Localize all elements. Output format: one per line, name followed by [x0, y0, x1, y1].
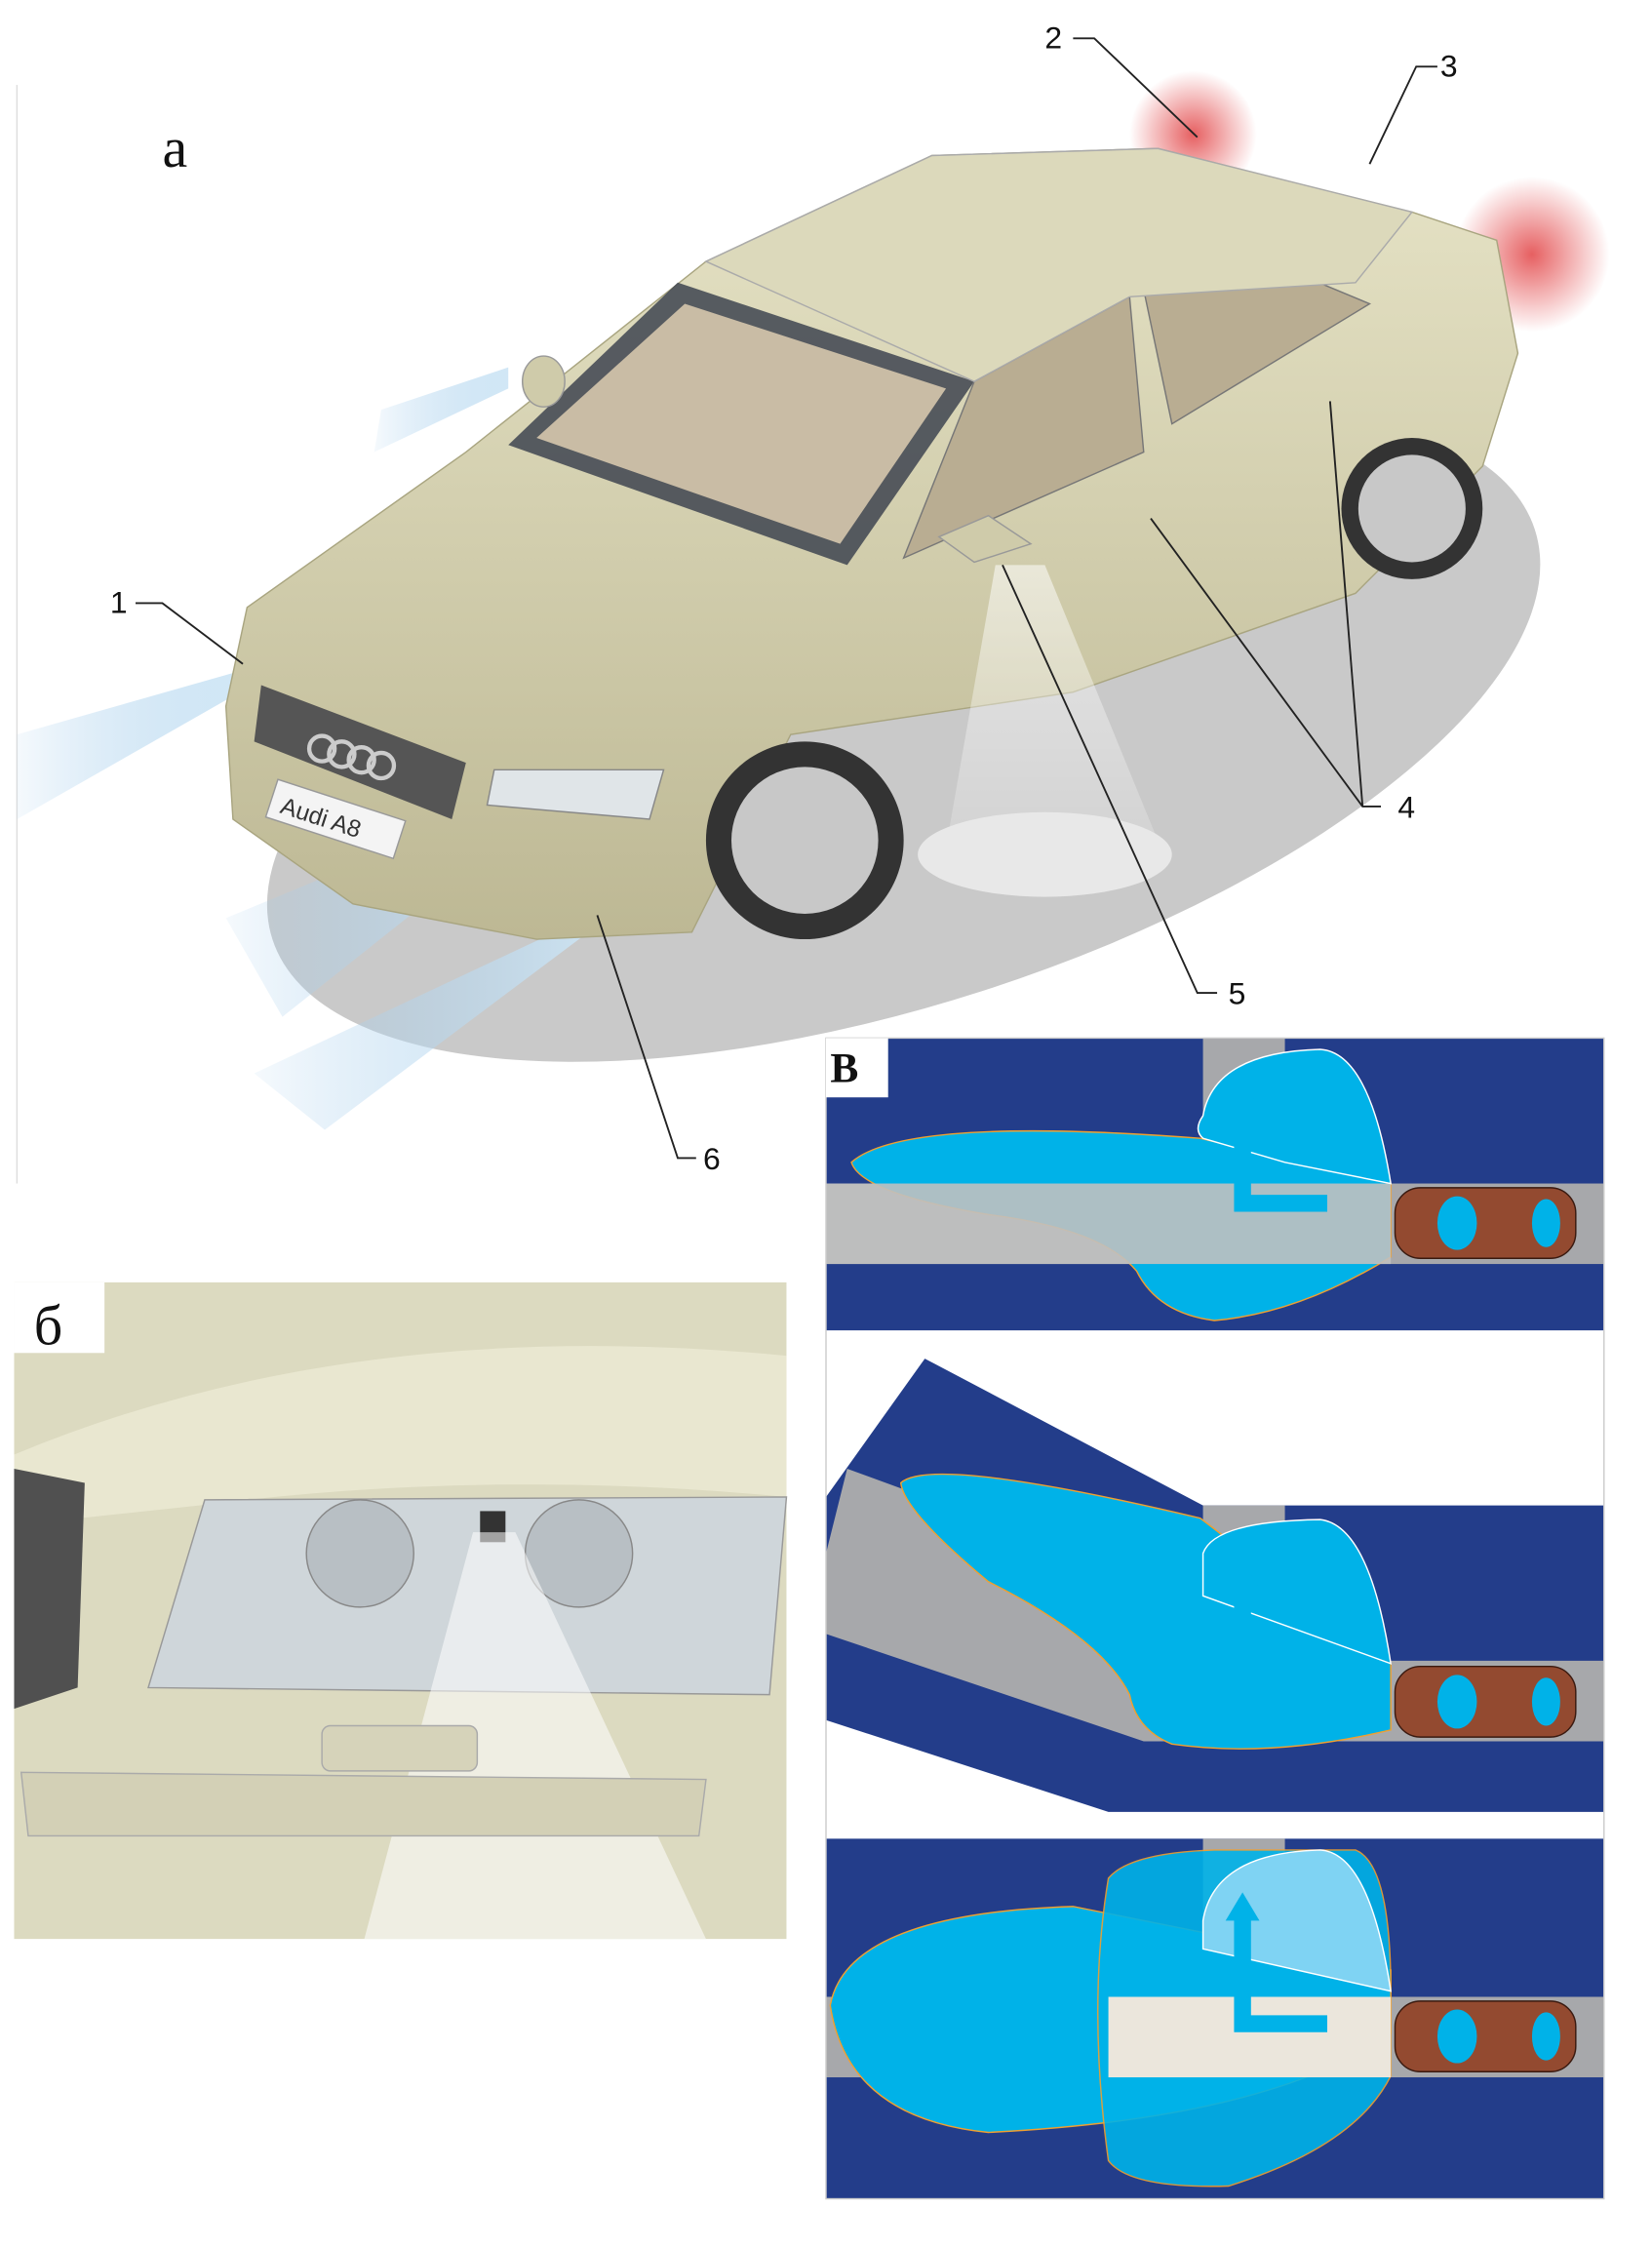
panel-b-label: б	[34, 1294, 62, 1358]
mirror-puddle-light	[946, 565, 1159, 848]
right-mirror	[937, 514, 1033, 564]
turn-arrow-head	[1225, 1560, 1260, 1590]
panel-a-car-overview: а Audi A8	[16, 20, 1610, 1184]
callout-5: 5	[1229, 976, 1246, 1011]
washer-cover	[321, 1724, 479, 1772]
callout-3: 3	[1440, 48, 1458, 83]
turn-arrow-icon	[1234, 1581, 1327, 1692]
callout-1: 1	[110, 585, 128, 620]
panel-b-label-box	[14, 1281, 105, 1354]
turn-arrow-head	[1225, 1080, 1260, 1109]
roof	[704, 147, 1414, 382]
cornering-light-pattern	[1201, 1518, 1393, 1665]
low-beam-lens	[305, 1499, 414, 1608]
callout-6: 6	[703, 1141, 721, 1176]
callout-2: 2	[1044, 20, 1062, 55]
bumper-strip	[20, 1771, 707, 1837]
interior-seats	[536, 303, 947, 544]
panel-v-label: В	[830, 1045, 858, 1091]
headlight-beam-left	[17, 670, 241, 819]
callout-4: 4	[1397, 790, 1415, 825]
panel-a-label: а	[163, 116, 188, 179]
fog-light-beam	[254, 911, 608, 1130]
callout-lines	[135, 37, 1437, 1160]
panel-b-headlight-closeup: б	[14, 1281, 788, 1940]
turn-arrow-head	[1225, 1892, 1260, 1921]
rear-rim	[1357, 454, 1466, 563]
left-mirror	[521, 355, 566, 408]
panel-v-frame	[825, 1037, 1605, 2200]
scheme-straight-road	[826, 1038, 1604, 1331]
turn-arrow-icon	[1234, 1913, 1327, 2032]
hood	[14, 1346, 787, 1525]
panel-v-light-schemes: В	[825, 1037, 1605, 2200]
puddle-light-spot	[918, 811, 1172, 897]
cornering-light-beam	[364, 1532, 706, 1940]
audi-rings-logo	[306, 733, 397, 781]
scheme-curved-road	[826, 1359, 1604, 1812]
car-top-view	[1394, 1665, 1577, 1738]
headlight	[486, 769, 665, 820]
front-grille	[254, 685, 466, 819]
car-top-view	[1394, 1187, 1577, 1259]
panel-v-label-box	[826, 1038, 888, 1098]
grille-edge	[14, 1469, 85, 1710]
turn-arrow-icon	[1234, 1101, 1327, 1212]
front-rim	[730, 767, 879, 914]
mirror-beam-left	[374, 367, 509, 453]
car-top-view	[1394, 2000, 1577, 2072]
car-top-view-icons	[1394, 1187, 1577, 2072]
